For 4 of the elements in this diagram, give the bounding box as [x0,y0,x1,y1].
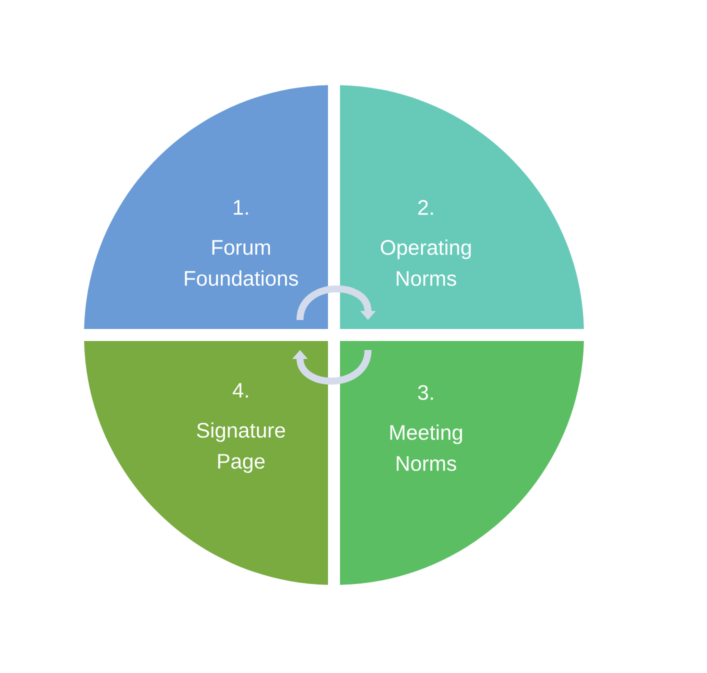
quadrant-sector: 2. Operating Norms [340,85,584,329]
quadrant-sector: 1. Forum Foundations [84,85,328,329]
quadrant-sector: 4. Signature Page [84,341,328,585]
quadrant-sector: 3. Meeting Norms [340,341,584,585]
